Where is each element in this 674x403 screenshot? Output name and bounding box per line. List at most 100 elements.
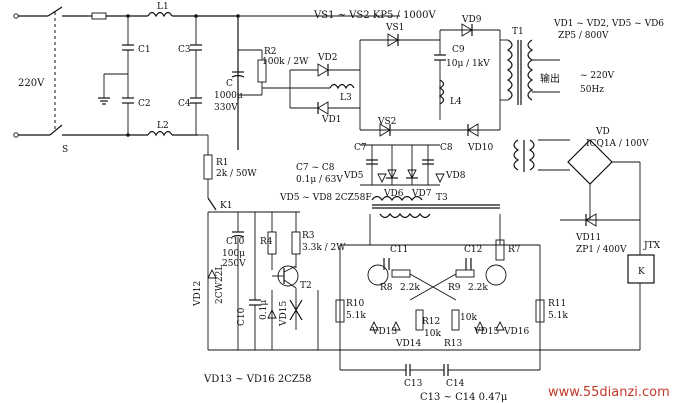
R4-label: R4: [260, 237, 273, 247]
C10-value-2: 250V: [222, 259, 246, 269]
output-label: 输出: [540, 72, 560, 85]
VD1-label: VD1: [321, 115, 341, 125]
multivibrator: R7 C11 C12 R8 2.2k R9 2.2k R10 5.1k R11 …: [335, 239, 568, 350]
JTX-label: JTX: [643, 241, 661, 251]
resistor-R10: [335, 299, 345, 323]
K-label: K: [638, 267, 645, 277]
vs-type-label: VS1 ~ VS2 KP5 / 1000V: [313, 10, 437, 21]
C12-label: C12: [464, 245, 482, 255]
C7C8-value: 0.1μ / 63V: [296, 175, 343, 185]
VD11-value: ZP1 / 400V: [576, 245, 627, 255]
R2-value: 100k / 2W: [262, 57, 309, 67]
mains-voltage-label: 220V: [18, 78, 45, 89]
VD11-label: VD11: [575, 233, 601, 243]
VD-bridge-type: ICQ1A / 100V: [586, 139, 649, 149]
VD5-label: VD5: [343, 171, 364, 181]
relay-contact-K1: [207, 197, 217, 211]
VD13-label: VD13: [371, 327, 397, 337]
resistor-R9: [455, 269, 475, 278]
R12-value: 10k: [424, 329, 441, 339]
R10-label: R10: [346, 299, 365, 309]
scr-bridge: VS1 ~ VS2 KP5 / 1000V VD2 L3 VD1 VS1 C9 …: [262, 10, 501, 153]
VD8-label: VD8: [445, 171, 466, 181]
switch-pole-bottom[interactable]: [49, 124, 63, 136]
R1-label: R1: [216, 158, 229, 168]
R13-label: R13: [444, 339, 463, 349]
K1-label: K1: [220, 201, 232, 211]
c13-c14-value: C13 ~ C14 0.47μ: [420, 392, 508, 403]
resistor-R8: [391, 269, 411, 278]
inductor-L4: [438, 79, 445, 105]
VD-bridge-label: VD: [595, 127, 610, 137]
C9-label: C9: [452, 45, 465, 55]
Cmain-volt-value: 330V: [214, 103, 238, 113]
VD15b-label: VD15: [473, 327, 499, 337]
C10-label: C10: [226, 237, 245, 247]
output-voltage: ~ 220V: [580, 71, 615, 81]
VD10-label: VD10: [467, 143, 493, 153]
R10-value: 5.1k: [346, 311, 366, 321]
R11-value: 5.1k: [548, 311, 568, 321]
T1-label: T1: [512, 27, 524, 37]
VD12-type: 2CW22L: [215, 265, 225, 304]
relay-section: VD ICQ1A / 100V VD11 ZP1 / 400V K JTX: [208, 127, 661, 351]
L3-label: L3: [340, 93, 352, 103]
R9-label: R9: [448, 283, 461, 293]
VD7-label: VD7: [411, 189, 432, 199]
R9-value: 2.2k: [468, 283, 488, 293]
inductor-L1: [147, 11, 173, 18]
R2-label: R2: [264, 47, 277, 57]
R3-label: R3: [302, 231, 315, 241]
R8-label: R8: [380, 283, 393, 293]
C2-label: C2: [138, 99, 151, 109]
inductor-L2: [147, 130, 173, 137]
C7C8-label: C7 ~ C8: [296, 163, 335, 173]
VD15-label: VD15: [279, 301, 289, 327]
VD5VD8-type-label: VD5 ~ VD8 2CZ58F: [279, 193, 372, 203]
transformer-T1: T1 输出 ~ 220V 50Hz VD1 ~ VD2, VD5 ~ VD6 Z…: [500, 19, 664, 172]
transformer-T3: T3: [369, 193, 501, 245]
Cmain-cap-value: 1000μ: [214, 91, 243, 101]
T2-label: T2: [300, 281, 312, 291]
emi-filter: L1 L2 C1 C2 C3 C4: [88, 2, 238, 137]
L2-label: L2: [157, 121, 169, 131]
R8-value: 2.2k: [400, 283, 420, 293]
switch-label: S: [62, 145, 68, 155]
C10-value-1: 100μ: [222, 249, 245, 259]
VD6-label: VD6: [383, 189, 404, 199]
VD16-label: VD16: [503, 327, 529, 337]
C1-label: C1: [138, 45, 151, 55]
resistor-R7: [495, 239, 505, 261]
L1-label: L1: [157, 2, 169, 12]
lower-bridge: C7 C8 VD5 VD6 VD7 VD8 C7 ~ C8 0.1μ / 63V…: [279, 143, 466, 203]
relay-coil: [627, 254, 655, 284]
L4-label: L4: [450, 97, 462, 107]
resistor-R1: [203, 154, 213, 180]
C3-label: C3: [178, 45, 191, 55]
output-frequency: 50Hz: [580, 85, 604, 95]
R7-label: R7: [508, 245, 521, 255]
C13-label: C13: [404, 379, 423, 389]
watermark: www.55dianzi.com: [548, 385, 670, 400]
C8-label: C8: [440, 143, 453, 153]
vd-group-label: VD1 ~ VD2, VD5 ~ VD6: [553, 19, 664, 29]
resistor-R3: [291, 231, 301, 255]
vd-group-type: ZP5 / 800V: [558, 31, 609, 41]
C14-label: C14: [446, 379, 465, 389]
T3-label: T3: [436, 193, 448, 203]
fuse: [91, 12, 107, 20]
VD12-label: VD12: [193, 281, 203, 307]
resistor-R12: [415, 309, 424, 331]
R1-value: 2k / 50W: [216, 169, 257, 179]
resistor-R11: [535, 299, 545, 323]
VD2-label: VD2: [317, 53, 337, 63]
switch-pole-top[interactable]: [47, 6, 63, 17]
C7-label: C7: [354, 143, 367, 153]
R13-value: 10k: [460, 313, 477, 323]
VD14-label: VD14: [395, 339, 421, 349]
R12-label: R12: [422, 317, 440, 327]
VS2-label: VS2: [377, 117, 396, 127]
C9-value: 10μ / 1kV: [446, 59, 490, 69]
R11-label: R11: [548, 299, 566, 309]
